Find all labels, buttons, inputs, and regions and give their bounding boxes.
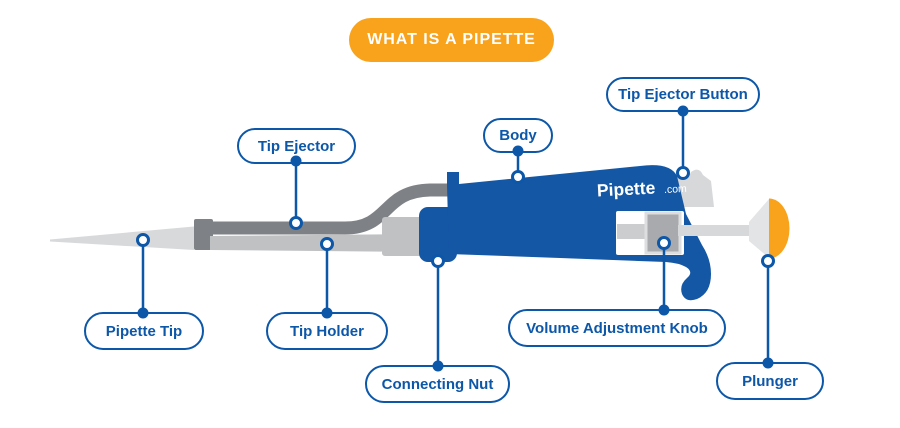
- label-pill-body: Body: [483, 118, 553, 153]
- label-pill-volume-adjustment-knob: Volume Adjustment Knob: [508, 309, 726, 347]
- label-pill-tip-ejector-button: Tip Ejector Button: [606, 77, 760, 112]
- plunger-head: [749, 199, 769, 258]
- volume-adjustment-knob-shape: [644, 211, 682, 255]
- pipette-tip-shape: [50, 226, 194, 250]
- label-text-pipette-tip: Pipette Tip: [105, 322, 183, 340]
- label-text-volume-adjustment-knob: Volume Adjustment Knob: [526, 319, 708, 337]
- plunger-rod: [678, 225, 752, 236]
- label-text-tip-ejector-button: Tip Ejector Button: [618, 86, 748, 103]
- title-banner: WHAT IS A PIPETTE: [349, 18, 554, 62]
- label-pill-connecting-nut: Connecting Nut: [365, 365, 510, 403]
- tip-ejector-arm: [206, 183, 452, 235]
- label-text-tip-holder: Tip Holder: [290, 322, 364, 340]
- label-text-connecting-nut: Connecting Nut: [381, 375, 494, 393]
- body-shape: [447, 165, 711, 301]
- brand-name-text: Pipette: [596, 177, 656, 200]
- label-pill-tip-ejector: Tip Ejector: [237, 128, 356, 164]
- label-pill-plunger: Plunger: [716, 362, 824, 400]
- volume-piston: [617, 224, 649, 239]
- title-text: WHAT IS A PIPETTE: [367, 31, 536, 48]
- label-pill-tip-holder: Tip Holder: [266, 312, 388, 350]
- brand-tld-text: .com: [664, 183, 688, 196]
- plunger-cap: [769, 198, 790, 259]
- brand-logo: Pipette .com: [596, 177, 688, 200]
- label-text-plunger: Plunger: [742, 372, 798, 390]
- shaft-collar: [382, 217, 424, 256]
- label-pill-pipette-tip: Pipette Tip: [84, 312, 204, 350]
- label-text-body: Body: [499, 127, 537, 144]
- label-text-tip-ejector: Tip Ejector: [257, 137, 336, 155]
- connecting-nut-shape: [419, 207, 457, 262]
